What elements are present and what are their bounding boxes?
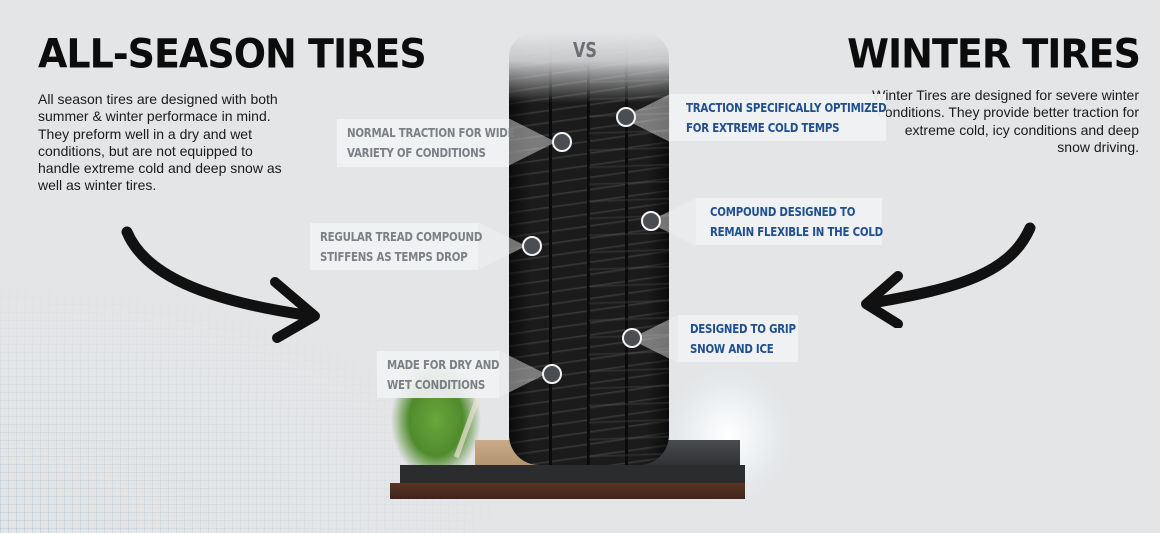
callout-normal-traction: NORMAL TRACTION FOR WIDE VARIETY OF COND… xyxy=(337,119,515,167)
callout-pointer xyxy=(478,222,526,270)
callout-text: FOR EXTREME COLD TEMPS xyxy=(686,119,840,135)
callout-text: VARIETY OF CONDITIONS xyxy=(347,145,486,160)
winter-description: Winter Tires are designed for severe win… xyxy=(872,87,1139,155)
tread-groove xyxy=(549,33,552,465)
callout-text: COMPOUND DESIGNED TO xyxy=(710,203,856,219)
asphalt-layer xyxy=(400,465,745,483)
soil-layer xyxy=(390,483,745,499)
callout-traction-optimized: TRACTION SPECIFICALLY OPTIMIZED FOR EXTR… xyxy=(670,94,887,141)
tread-groove xyxy=(625,33,628,465)
winter-tread-half xyxy=(589,33,669,465)
callout-pointer xyxy=(498,350,546,398)
callout-text: REMAIN FLEXIBLE IN THE COLD xyxy=(710,223,883,239)
circle-dot-icon xyxy=(522,236,542,256)
hand-drawn-arrow-right-icon xyxy=(121,226,320,343)
circle-dot-icon xyxy=(542,364,562,384)
callout-text: WET CONDITIONS xyxy=(387,376,486,392)
callout-text: REGULAR TREAD COMPOUND xyxy=(320,228,483,244)
vs-label: VS xyxy=(573,38,597,62)
callout-dry-wet: MADE FOR DRY AND WET CONDITIONS xyxy=(377,351,500,398)
callout-text: SNOW AND ICE xyxy=(690,340,774,356)
all-season-title: ALL-SEASON TIRES xyxy=(38,30,427,78)
all-season-description: All season tires are designed with both … xyxy=(38,91,282,194)
callout-pointer xyxy=(508,118,556,166)
callout-flexible-compound: COMPOUND DESIGNED TO REMAIN FLEXIBLE IN … xyxy=(696,198,883,245)
circle-dot-icon xyxy=(552,132,572,152)
callout-text: NORMAL TRACTION FOR WIDE xyxy=(347,125,515,140)
callout-text: STIFFENS AS TEMPS DROP xyxy=(320,248,468,264)
tire-top-fade xyxy=(505,33,673,103)
callout-text: TRACTION SPECIFICALLY OPTIMIZED xyxy=(686,99,887,115)
hand-drawn-arrow-left-icon xyxy=(861,222,1036,328)
callout-regular-tread: REGULAR TREAD COMPOUND STIFFENS AS TEMPS… xyxy=(310,223,483,270)
circle-dot-icon xyxy=(622,328,642,348)
winter-title: WINTER TIRES xyxy=(847,30,1141,78)
circle-dot-icon xyxy=(641,211,661,231)
circle-dot-icon xyxy=(616,107,636,127)
tread-groove xyxy=(587,33,590,465)
callout-text: DESIGNED TO GRIP xyxy=(690,320,796,336)
callout-text: MADE FOR DRY AND xyxy=(387,356,500,372)
callout-grip-snow-ice: DESIGNED TO GRIP SNOW AND ICE xyxy=(678,315,798,362)
